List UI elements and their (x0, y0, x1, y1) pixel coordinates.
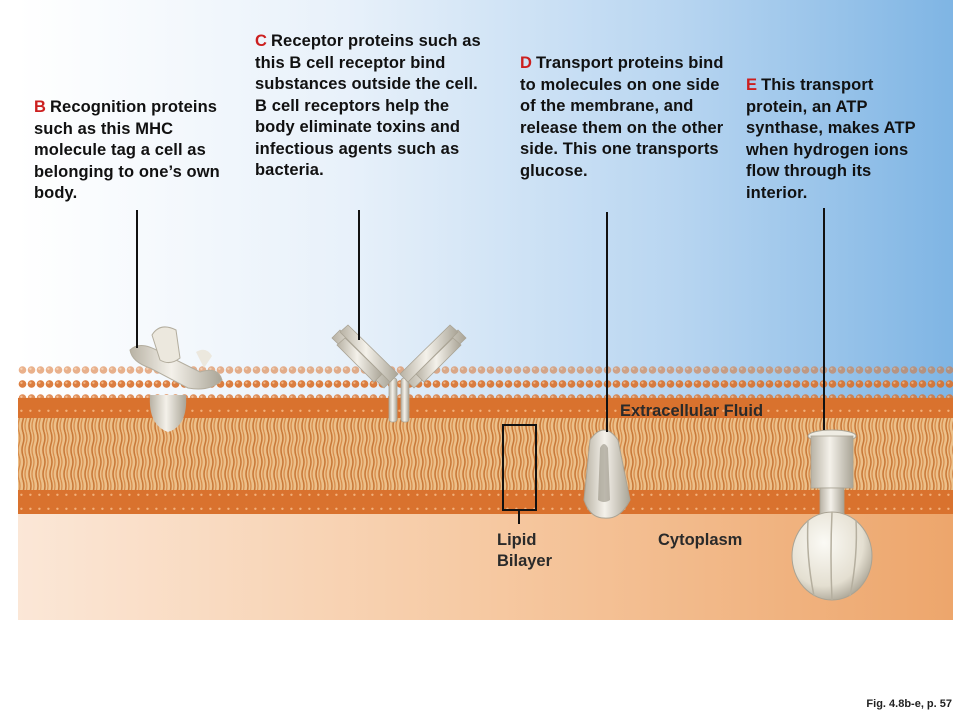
label-lipid-bilayer-line1: Lipid (497, 531, 537, 549)
atp-synthase-protein (791, 429, 873, 601)
callout-lines (136, 208, 825, 432)
lipid-membrane (18, 360, 953, 514)
label-lipid-bilayer: Lipid Bilayer (497, 530, 552, 572)
figure-reference: Fig. 4.8b-e, p. 57 (866, 698, 952, 710)
lipid-bilayer-bracket (502, 424, 537, 524)
label-cytoplasm: Cytoplasm (658, 531, 743, 549)
mhc-recognition-protein (129, 326, 223, 432)
glucose-transporter-protein (583, 429, 631, 519)
b-cell-receptor-protein (331, 324, 467, 423)
label-extracellular-fluid: Extracellular Fluid (620, 402, 764, 420)
label-lipid-bilayer-line2: Bilayer (497, 552, 553, 570)
